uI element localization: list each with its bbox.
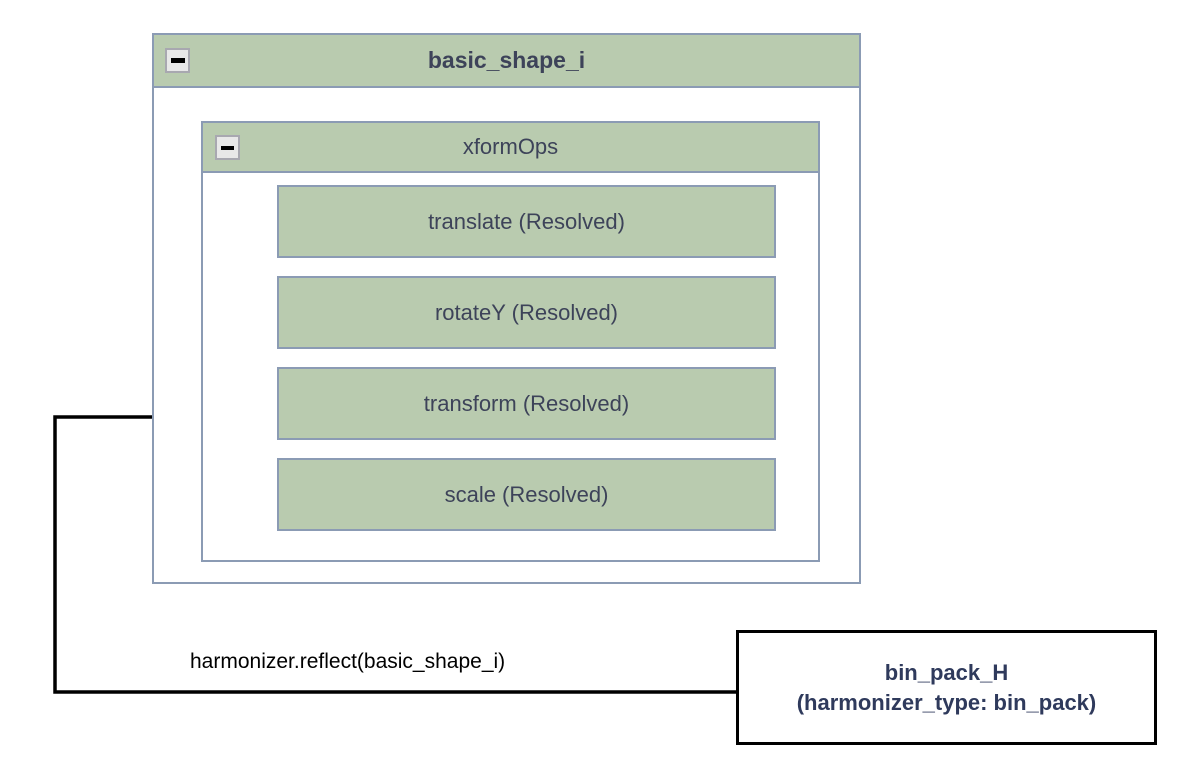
leaf-node-label: transform (Resolved)	[423, 390, 630, 416]
harmonizer-subtitle: (harmonizer_type: bin_pack)	[796, 689, 1097, 715]
minus-icon[interactable]	[215, 135, 240, 160]
group-header-xform-ops: xformOps	[203, 123, 818, 173]
leaf-node-transform[interactable]: transform (Resolved)	[277, 367, 776, 440]
harmonizer-name: bin_pack_H	[884, 660, 1009, 686]
leaf-node-translate[interactable]: translate (Resolved)	[277, 185, 776, 258]
leaf-node-label: scale (Resolved)	[444, 481, 609, 507]
group-title-xform-ops: xformOps	[462, 134, 559, 159]
leaf-node-rotatey[interactable]: rotateY (Resolved)	[277, 276, 776, 349]
leaf-node-label: rotateY (Resolved)	[434, 299, 618, 325]
minus-icon-bar	[170, 58, 185, 63]
leaf-node-list: translate (Resolved) rotateY (Resolved) …	[277, 185, 776, 531]
leaf-node-label: translate (Resolved)	[428, 208, 625, 234]
minus-icon-bar	[221, 145, 234, 150]
minus-icon[interactable]	[165, 48, 190, 73]
leaf-node-scale[interactable]: scale (Resolved)	[277, 458, 776, 531]
group-basic-shape-i[interactable]: basic_shape_i xformOps translate (Resolv…	[152, 33, 861, 584]
group-header-basic-shape-i: basic_shape_i	[154, 35, 859, 88]
group-title-basic-shape-i: basic_shape_i	[427, 47, 586, 73]
group-xform-ops[interactable]: xformOps translate (Resolved) rotateY (R…	[201, 121, 820, 562]
edge-label: harmonizer.reflect(basic_shape_i)	[190, 650, 506, 673]
node-bin-pack-h[interactable]: bin_pack_H (harmonizer_type: bin_pack)	[736, 630, 1157, 745]
